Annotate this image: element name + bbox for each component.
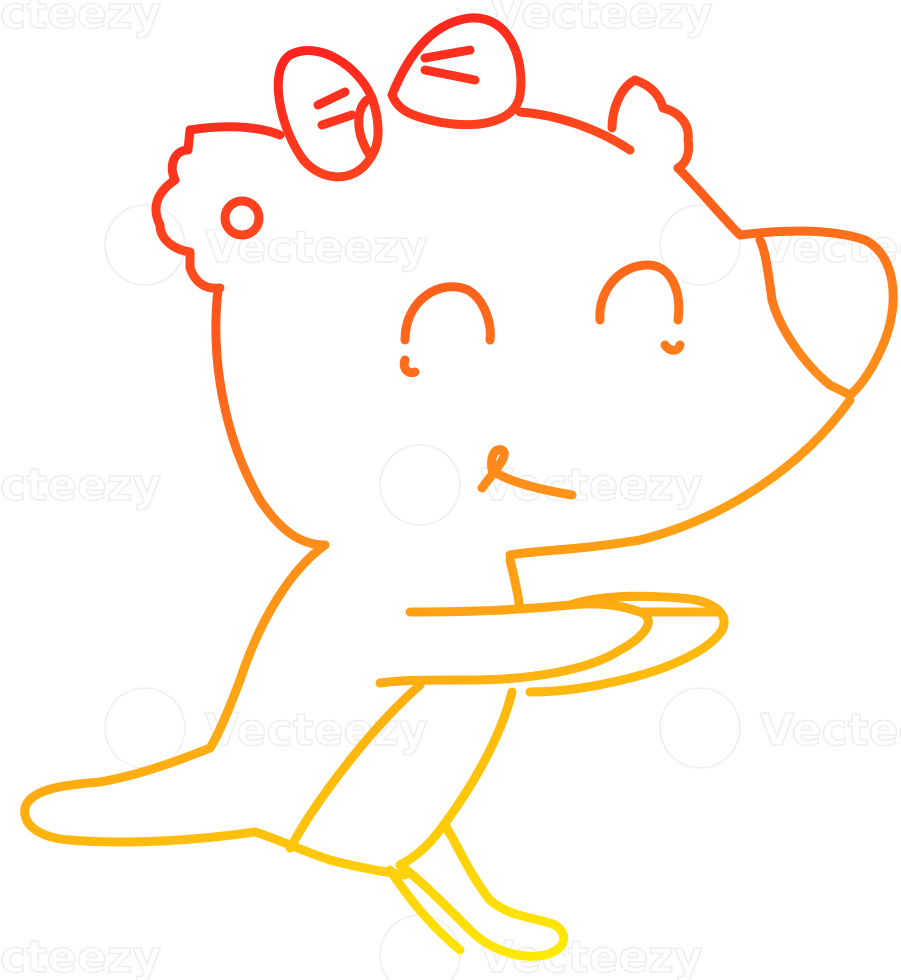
left-ear: [151, 122, 285, 293]
ear-inner: [220, 196, 264, 240]
head-right: [673, 163, 745, 240]
left-eye-lash: [399, 355, 420, 378]
watermark-text: Vecteezy: [205, 222, 428, 273]
back: [205, 540, 330, 753]
arm: [375, 599, 653, 688]
chin-line: [505, 395, 855, 560]
watermark-text: cteezy: [0, 932, 161, 980]
belly-line: [250, 827, 410, 880]
head-top: [515, 107, 635, 155]
bear-outline: [20, 13, 898, 961]
watermark-text: cteezy: [0, 460, 161, 511]
watermark-badge-icon: [104, 687, 186, 769]
bow-icon: [273, 13, 526, 182]
front-leg-inner: [385, 865, 465, 955]
left-eye-icon: [400, 282, 495, 345]
watermark-text: cteezy: [0, 0, 161, 39]
right-eye-lash: [660, 340, 685, 355]
paw: [525, 591, 729, 697]
watermark-badge-icon: [659, 204, 741, 286]
right-ear: [607, 75, 694, 173]
mouth: [477, 445, 577, 500]
front-leg-top: [395, 687, 517, 870]
watermark-text: Vecteezy: [490, 0, 713, 39]
thigh: [285, 680, 425, 853]
watermark-badge-icon: [104, 204, 186, 286]
right-eye-icon: [595, 260, 684, 325]
head-left: [211, 285, 330, 550]
back-leg: [20, 743, 260, 847]
watermark-text: Vecteezy: [760, 705, 901, 756]
front-leg: [395, 820, 569, 961]
watermark-badge-icon: [659, 687, 741, 769]
snout: [735, 226, 898, 400]
chest: [505, 555, 525, 613]
watermark-badge-icon: [379, 444, 461, 526]
watermark-badge-icon: [379, 914, 461, 980]
